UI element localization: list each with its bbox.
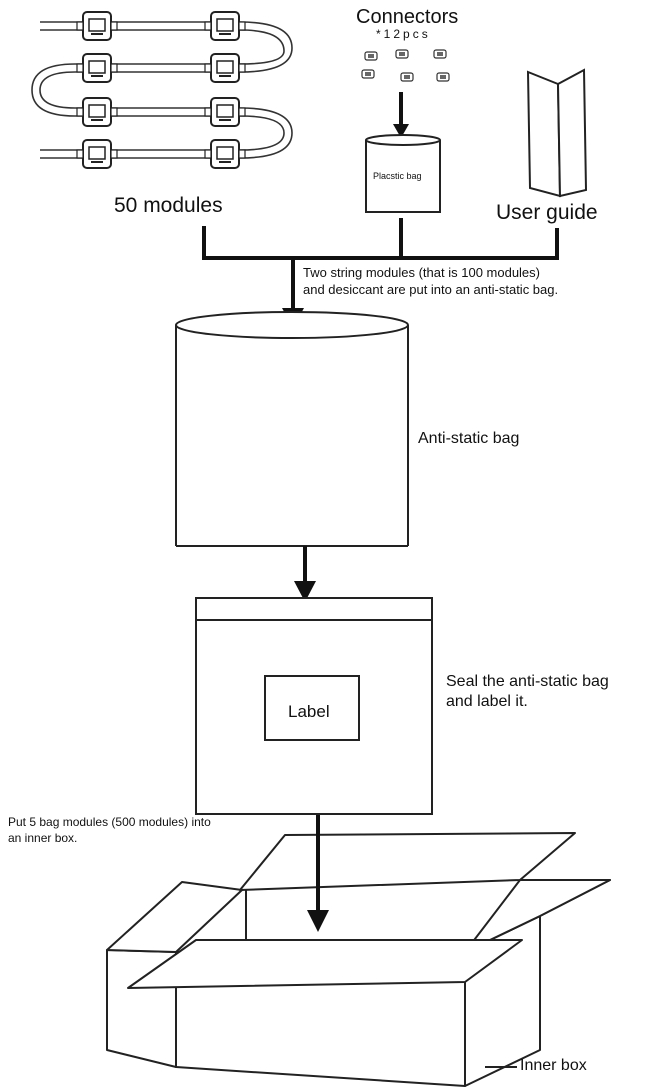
user-guide-icon <box>526 68 588 198</box>
module-icon <box>204 97 246 127</box>
module-icon <box>204 11 246 41</box>
seal-line-2: and label it. <box>446 693 528 710</box>
connector-icon <box>364 51 378 61</box>
connectors-count: *12pcs <box>376 27 431 41</box>
connector-icon <box>400 72 414 82</box>
connector-icon <box>433 49 447 59</box>
module-icon <box>204 139 246 169</box>
user-guide-label: User guide <box>496 201 598 224</box>
module-icon <box>76 139 118 169</box>
anti-static-bag-icon <box>175 311 409 547</box>
inner-box-icon <box>106 832 611 1087</box>
step-bag-text: Two string modules (that is 100 modules)… <box>303 264 663 298</box>
inner-box-label: Inner box <box>520 1057 587 1074</box>
put-box-line-2: an inner box. <box>8 831 78 845</box>
modules-label: 50 modules <box>114 194 223 217</box>
seal-line-1: Seal the anti-static bag <box>446 673 609 690</box>
connectors-title: Connectors <box>356 6 459 28</box>
put-box-line-1: Put 5 bag modules (500 modules) into <box>8 815 211 829</box>
label-tag-text: Label <box>288 702 330 721</box>
connector-icon <box>395 49 409 59</box>
connector-icon <box>361 69 375 79</box>
step-bag-line-1: Two string modules (that is 100 modules) <box>303 265 540 280</box>
collector-lines <box>202 218 559 312</box>
module-units <box>76 11 246 169</box>
connector-icons <box>361 49 450 82</box>
put-box-text: Put 5 bag modules (500 modules) into an … <box>8 814 211 846</box>
module-icon <box>76 97 118 127</box>
step-bag-line-2: and desiccant are put into an anti-stati… <box>303 282 559 297</box>
module-icon <box>76 11 118 41</box>
arrow-to-sealed-bag <box>294 546 316 602</box>
plastic-bag-icon <box>365 134 441 213</box>
module-strings <box>31 21 293 159</box>
arrow-into-inner-box <box>307 815 329 932</box>
plastic-bag-label: Placstic bag <box>373 171 422 181</box>
connector-icon <box>436 72 450 82</box>
seal-text: Seal the anti-static bag and label it. <box>446 672 609 712</box>
label-tag-box <box>264 675 360 741</box>
anti-static-bag-label: Anti-static bag <box>418 430 520 447</box>
module-icon <box>204 53 246 83</box>
module-icon <box>76 53 118 83</box>
arrow-connectors-to-bag <box>393 92 409 138</box>
